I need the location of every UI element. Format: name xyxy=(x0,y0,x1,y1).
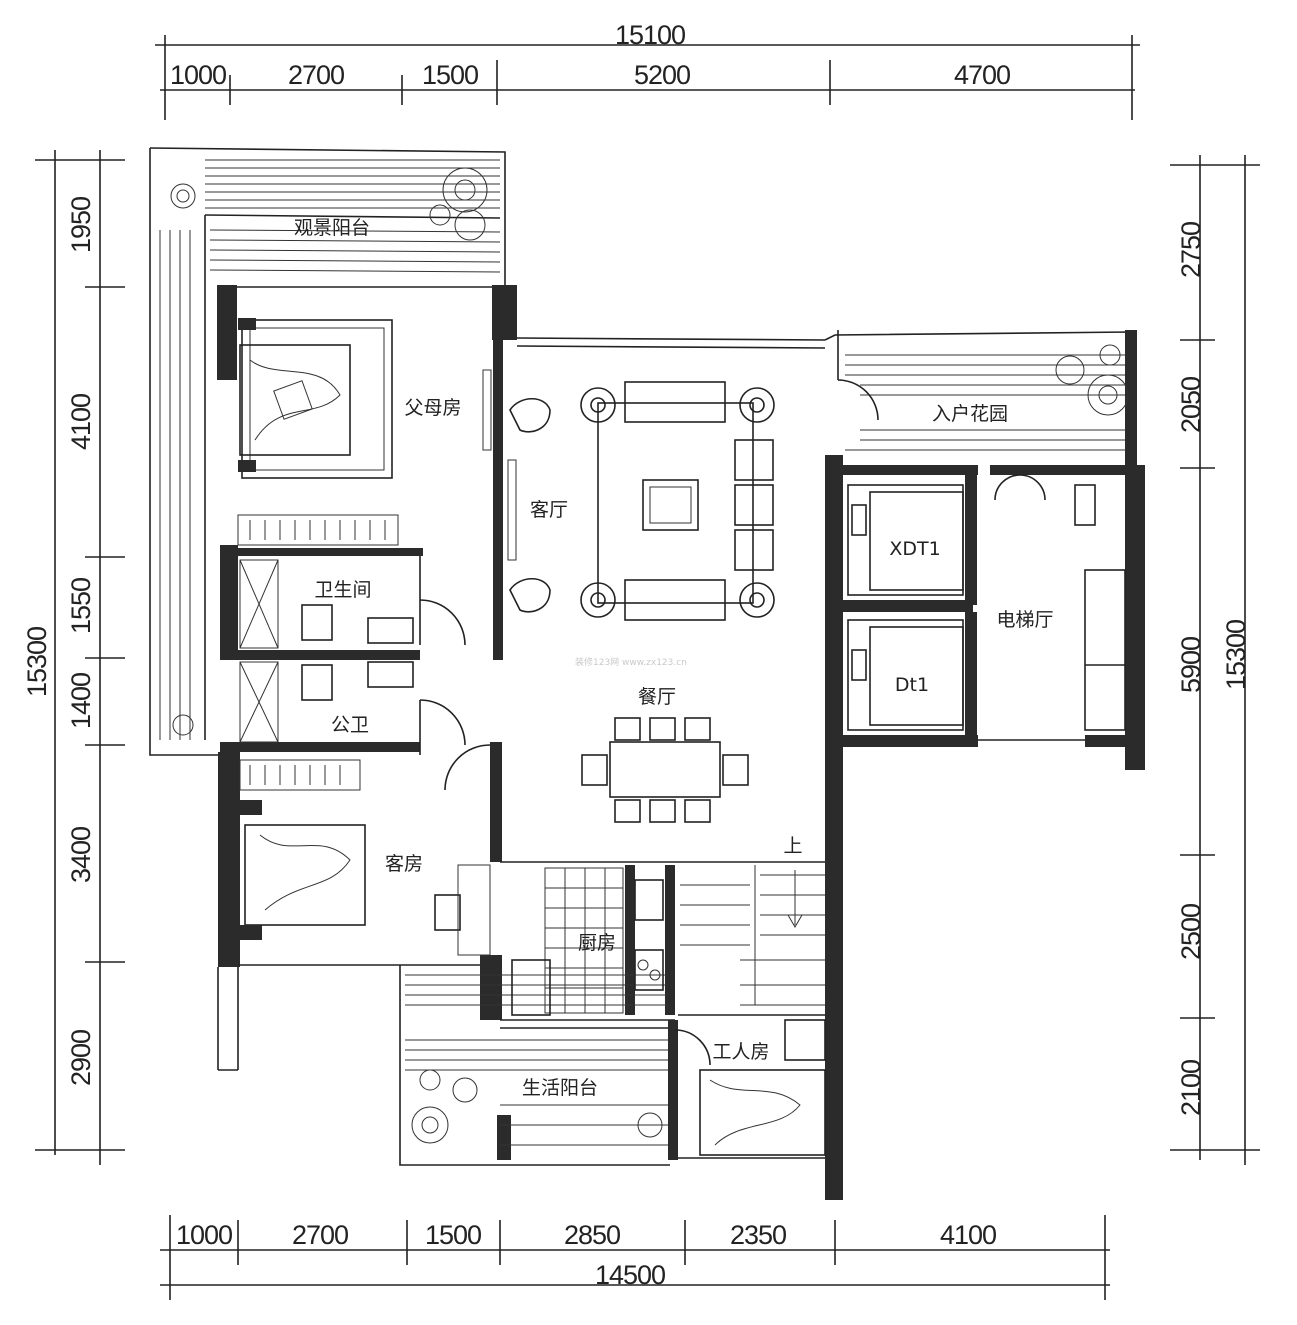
dim-left-6: 2900 xyxy=(66,1030,96,1086)
dim-right-3: 5900 xyxy=(1176,637,1206,693)
dim-bottom-total: 14500 xyxy=(595,1260,665,1290)
dim-top-3: 1500 xyxy=(422,60,478,90)
dimension-bottom: 1000 2700 1500 2850 2350 4100 14500 xyxy=(160,1215,1110,1300)
room-labels: 观景阳台 父母房 卫生间 公卫 客厅 餐厅 客房 厨房 生活阳台 工人房 入户花… xyxy=(294,217,1054,1099)
label-elevator-1: XDT1 xyxy=(889,538,940,560)
dim-right-total: 15300 xyxy=(1221,620,1251,690)
watermark: 装修123网 www.zx123.cn xyxy=(575,656,687,668)
label-living-room: 客厅 xyxy=(530,499,568,521)
walls xyxy=(149,147,1145,1200)
label-dining-room: 餐厅 xyxy=(638,686,676,708)
dim-bottom-3: 1500 xyxy=(425,1220,481,1250)
dim-top-1: 1000 xyxy=(170,60,226,90)
door-swings xyxy=(419,379,1046,1066)
dim-top-2: 2700 xyxy=(288,60,344,90)
label-guest-room: 客房 xyxy=(385,853,423,875)
label-parents-room: 父母房 xyxy=(404,397,461,419)
worker-bed xyxy=(699,1019,826,1156)
dim-right-4: 2500 xyxy=(1176,904,1206,960)
sofa-set xyxy=(482,369,775,621)
dim-left-3: 1550 xyxy=(66,578,96,634)
dim-top-4: 5200 xyxy=(634,60,690,90)
dim-left-2: 4100 xyxy=(66,394,96,450)
dim-right-2: 2050 xyxy=(1176,377,1206,433)
dim-bottom-1: 1000 xyxy=(176,1220,232,1250)
label-service-balcony: 生活阳台 xyxy=(522,1077,598,1099)
dim-left-5: 3400 xyxy=(66,827,96,883)
label-public-wc: 公卫 xyxy=(331,714,369,736)
label-worker-room: 工人房 xyxy=(712,1041,769,1063)
label-view-balcony: 观景阳台 xyxy=(294,217,370,239)
dimension-top: 15100 1000 2700 1500 5200 4700 xyxy=(155,20,1140,120)
label-elevator-hall: 电梯厅 xyxy=(996,609,1053,631)
label-kitchen: 厨房 xyxy=(578,932,616,954)
staircase xyxy=(680,865,825,1006)
label-elevator-2: Dt1 xyxy=(895,674,929,696)
dim-bottom-2: 2700 xyxy=(292,1220,348,1250)
parents-bed xyxy=(238,318,393,479)
dim-right-1: 2750 xyxy=(1176,222,1206,278)
dimension-left: 1950 4100 1550 1400 3400 2900 15300 xyxy=(22,150,125,1165)
dim-right-5: 2100 xyxy=(1176,1060,1206,1116)
guest-bed xyxy=(239,759,491,956)
dim-top-5: 4700 xyxy=(954,60,1010,90)
plant-icons xyxy=(170,167,1129,1144)
elevator-shafts xyxy=(847,484,1126,731)
label-bathroom: 卫生间 xyxy=(314,579,371,601)
wardrobe xyxy=(237,514,399,546)
label-stairs-up: 上 xyxy=(783,835,802,857)
dining-table xyxy=(581,717,749,823)
dim-bottom-6: 4100 xyxy=(940,1220,996,1250)
dim-left-1: 1950 xyxy=(66,197,96,253)
label-entry-garden: 入户花园 xyxy=(932,403,1008,425)
dim-top-total: 15100 xyxy=(615,20,685,50)
dim-bottom-5: 2350 xyxy=(730,1220,786,1250)
dim-left-total: 15300 xyxy=(22,627,52,697)
kitchen-fixtures xyxy=(511,867,664,1016)
balcony-decking xyxy=(159,159,1125,1146)
dim-bottom-4: 2850 xyxy=(564,1220,620,1250)
dim-left-4: 1400 xyxy=(66,673,96,729)
dimension-right: 2750 2050 5900 2500 2100 15300 xyxy=(1170,155,1260,1165)
bathroom-fixtures xyxy=(239,559,414,743)
